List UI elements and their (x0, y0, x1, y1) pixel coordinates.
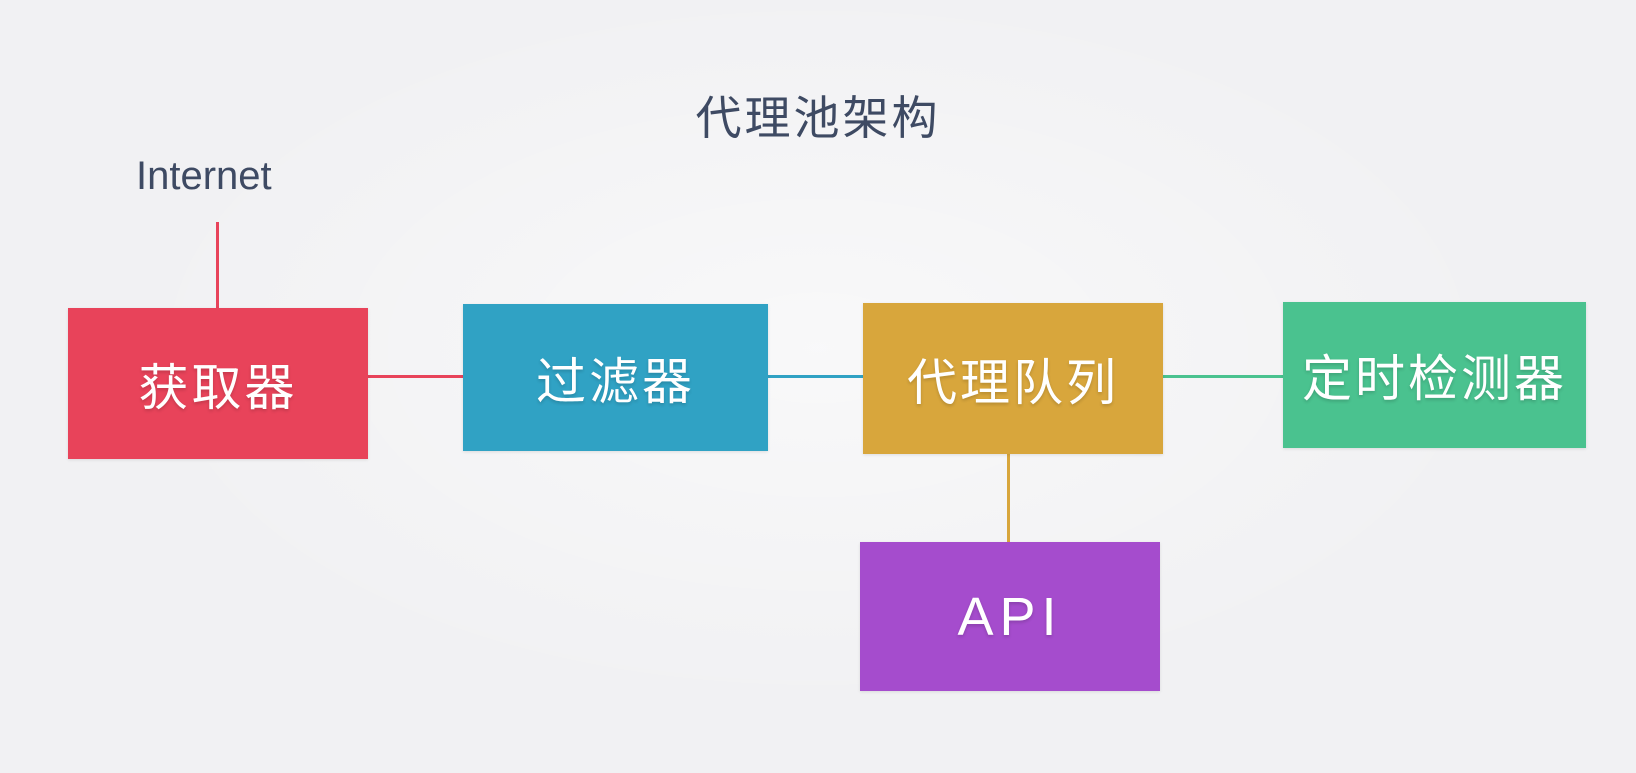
node-filter-label: 过滤器 (536, 353, 695, 410)
node-proxy-queue-label: 代理队列 (907, 354, 1119, 411)
edge-queue-api (1007, 454, 1010, 542)
edge-filter-queue (768, 375, 863, 378)
node-filter: 过滤器 (463, 304, 768, 451)
node-getter: 获取器 (68, 308, 368, 459)
node-api-label: API (957, 586, 1063, 647)
node-scheduled-tester: 定时检测器 (1283, 302, 1586, 448)
edge-internet-getter (216, 222, 219, 308)
node-proxy-queue: 代理队列 (863, 303, 1163, 454)
edge-getter-filter (368, 375, 463, 378)
internet-label: Internet (136, 154, 272, 198)
node-api: API (860, 542, 1160, 691)
edge-queue-tester (1163, 375, 1283, 378)
node-getter-label: 获取器 (138, 359, 298, 416)
diagram-title: 代理池架构 (695, 92, 941, 144)
node-scheduled-tester-label: 定时检测器 (1302, 351, 1567, 407)
